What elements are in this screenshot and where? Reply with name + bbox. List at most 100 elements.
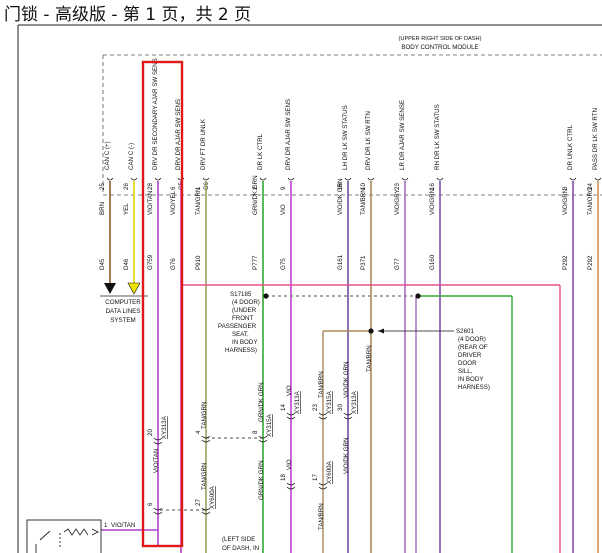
wire-color-label: TAN/BRN [360,188,367,215]
wire-color-label: VIO/GRN [562,189,569,215]
terminal-icon [594,177,602,181]
s2601-note-2: DRIVER [458,352,482,359]
pin-circuit-label: DR UNLK CTRL [567,124,574,170]
pin-number: 2 [252,186,259,190]
connector-pin: 23 [312,404,319,411]
wire-id-label: P292 [562,255,569,270]
s2601-note-1: (REAR OF [458,344,488,351]
computer-data-lines-block: COMPUTER DATA LINES SYSTEM [100,282,148,324]
connector-pin: 18 [280,474,287,481]
splice-s17185-label: S17185 (4 DOOR) (UNDER FRONT PASSENGER S… [218,291,260,354]
wire-color-label: VIO/YEL [170,190,177,215]
label-tan-grn-2: TAN/GRN [201,463,208,490]
inline-connector: 6 [147,502,163,515]
label-grn-dk-grn-2: GRN/DK GRN [258,460,265,500]
s17185-note-4: SEAT, [232,331,249,338]
connector-id: XY313A [294,390,301,414]
connector-id: XY315A [266,413,273,437]
pin-number: 3 [562,186,569,190]
wire-id-label: G76 [170,258,177,270]
label-vio-dk-grn-2: VIO/DK GRN [343,438,350,474]
pin-number: 23 [394,183,401,190]
wire-id-label: D46 [123,258,130,270]
splice-s2601-id: S2601 [456,328,474,335]
terminal-icon [106,177,114,181]
terminal-icon [259,177,267,181]
label-tan-brn-3: TAN/BRN [366,345,373,372]
pin-number: 1 [195,186,202,190]
terminal-icon [436,177,444,181]
label-tan-grn: TAN/GRN [201,402,208,429]
left-side-note-1: OF DASH, IN [222,545,259,552]
wire-color-label: VIO/GRY [394,189,401,215]
s17185-note-2: FRONT [232,315,254,322]
module-location: (UPPER RIGHT SIDE OF DASH) [399,36,482,42]
wire-color-label: YEL [123,203,130,215]
s17185-note-0: (4 DOOR) [232,299,260,306]
terminal-chevron-icon [91,528,100,536]
connector-id: XY600A [209,485,216,509]
splice-dot-icon [263,293,269,299]
computer-data-lines-2: DATA LINES [106,308,141,315]
pin-circuit-label: PASS DR LK SW RTN [592,108,599,170]
wire-color-label: VIO [280,204,287,215]
s17185-note-6: HARNESS) [225,347,257,354]
connector-pin: 8 [252,430,259,434]
connector-id: XY313A [351,390,358,414]
wire-id-label: G160 [429,254,436,270]
s2601-note-4: SILL, [458,368,473,375]
splice-dot-icon [368,328,374,334]
s17185-note-3: PASSENGER [218,323,257,330]
wire-id-label: P777 [252,255,259,270]
arrow-left-icon [378,328,384,334]
computer-data-lines-3: SYSTEM [110,317,135,324]
wire-color-label: VIO/GRN [429,189,436,215]
switch-color: VIO/TAN [111,522,135,529]
s2601-note-5: IN BODY [458,376,483,383]
pin-circuit-label: DRV DR AJAR SW SENS [175,99,182,170]
label-vio-2: VIO [286,459,293,470]
wire-id-label: G161 [337,254,344,270]
pin-number: 6 [170,186,177,190]
pin-number: 28 [147,183,154,190]
pin-circuit-label: DR LK CTRL [257,133,264,170]
label-grn-dk-grn: GRN/DK GRN [258,382,265,422]
highlight-box [141,60,184,548]
pin-number: 9 [280,186,287,190]
wire-id-label: P371 [360,255,367,270]
connector-pin: 6 [147,502,154,506]
connector-id: XY600A [326,460,333,484]
inline-connector: 8 XY315A [252,413,273,443]
wire-color-label: GRN/DK GRN [252,175,259,215]
pin-circuit-label: DRV DR SECONDARY AJAR SW SENS [152,58,159,170]
splice-s17185-id: S17185 [230,291,252,298]
terminal-icon [130,177,138,181]
connector-pin: 4 [195,430,202,434]
arrow-can-plus-icon [104,283,116,294]
terminal-icon [344,177,352,181]
pin-circuit-label: DRV FT DR UNLK [200,118,207,170]
pin-number: 26 [123,183,130,190]
switch-pin: 1 [104,522,108,529]
wire-color-label: VIO/DK GRN [337,179,344,215]
connector-pin: 17 [312,474,319,481]
pin-circuit-label: DRV DR LK SW RTN [365,111,372,170]
wire-color-label: BRN [99,202,106,215]
label-vio: VIO [286,385,293,396]
module-name: BODY CONTROL MODULE [401,44,478,51]
connector-pin: 27 [195,499,202,506]
inline-connector: 18 [280,474,296,490]
terminal-icon [287,177,295,181]
connector-pin: 14 [280,404,287,411]
label-vio-tan: VIO/TAN [153,449,160,473]
pin-circuit-label: CAN C (-) [128,143,135,170]
inline-connector: 17 XY600A [312,460,333,490]
label-tan-brn-2: TAN/BRN [318,503,325,530]
spring-icon [63,528,89,536]
terminal-icon [401,177,409,181]
